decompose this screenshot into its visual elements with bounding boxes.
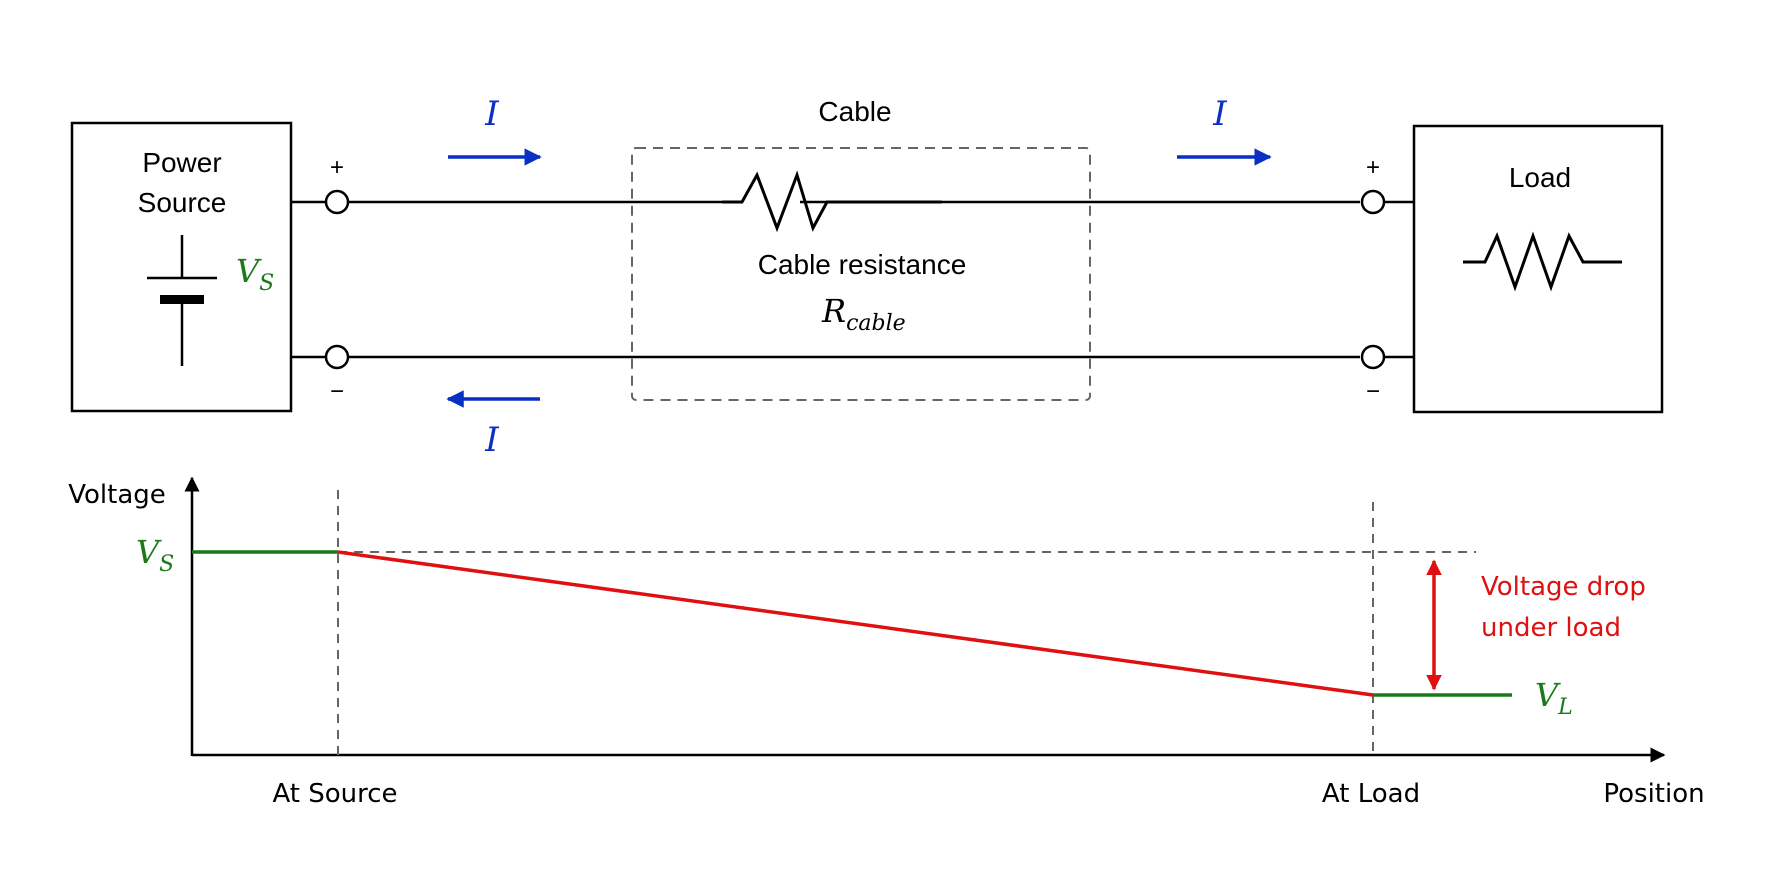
cable-boundary-box: [631, 147, 1091, 401]
cable-resistance-symbol: Rcable: [821, 292, 906, 336]
cable-resistor-icon: [722, 170, 942, 233]
source-negative-terminal: [324, 344, 350, 370]
current-label-top-right: I: [1212, 94, 1227, 134]
source-terminals: + −: [291, 154, 350, 405]
current-label-top-left: I: [484, 94, 499, 134]
load-plus-sign: +: [1366, 154, 1380, 181]
power-source-block: Power Source VS: [70, 121, 293, 413]
x-tick-at-source: At Source: [272, 779, 397, 809]
vs-graph-label: VS: [136, 533, 174, 577]
load-negative-terminal: [1360, 344, 1386, 370]
source-plus-sign: +: [330, 154, 344, 181]
load-terminals: + −: [1360, 154, 1414, 405]
source-positive-terminal: [324, 189, 350, 215]
x-tick-at-load: At Load: [1322, 779, 1420, 809]
voltage-drop-label-line2: under load: [1481, 613, 1621, 643]
power-source-label-line2: Source: [138, 187, 227, 218]
y-axis-label: Voltage: [68, 480, 166, 510]
voltage-graph: Voltage Position At Source At Load VS VL…: [68, 476, 1705, 809]
load-box: [1412, 124, 1664, 414]
power-source-box: [70, 121, 293, 413]
source-minus-sign: −: [330, 378, 344, 405]
voltage-drop-slope: [337, 550, 1374, 697]
current-indicators: I I I: [446, 94, 1272, 460]
cable-title: Cable: [818, 96, 891, 127]
cable-resistance-label: Cable resistance: [758, 249, 967, 280]
battery-icon: [147, 235, 217, 366]
load-block: Load: [1412, 124, 1664, 414]
voltage-drop-label-line1: Voltage drop: [1481, 572, 1646, 602]
load-label: Load: [1509, 162, 1571, 193]
current-label-bottom: I: [484, 420, 499, 460]
load-minus-sign: −: [1366, 378, 1380, 405]
source-voltage-symbol: VS: [236, 252, 274, 296]
vl-graph-label: VL: [1535, 676, 1573, 720]
power-source-label-line1: Power: [142, 147, 221, 178]
load-positive-terminal: [1360, 189, 1386, 215]
load-resistor-icon: [1463, 231, 1622, 292]
x-axis-label: Position: [1603, 779, 1704, 809]
